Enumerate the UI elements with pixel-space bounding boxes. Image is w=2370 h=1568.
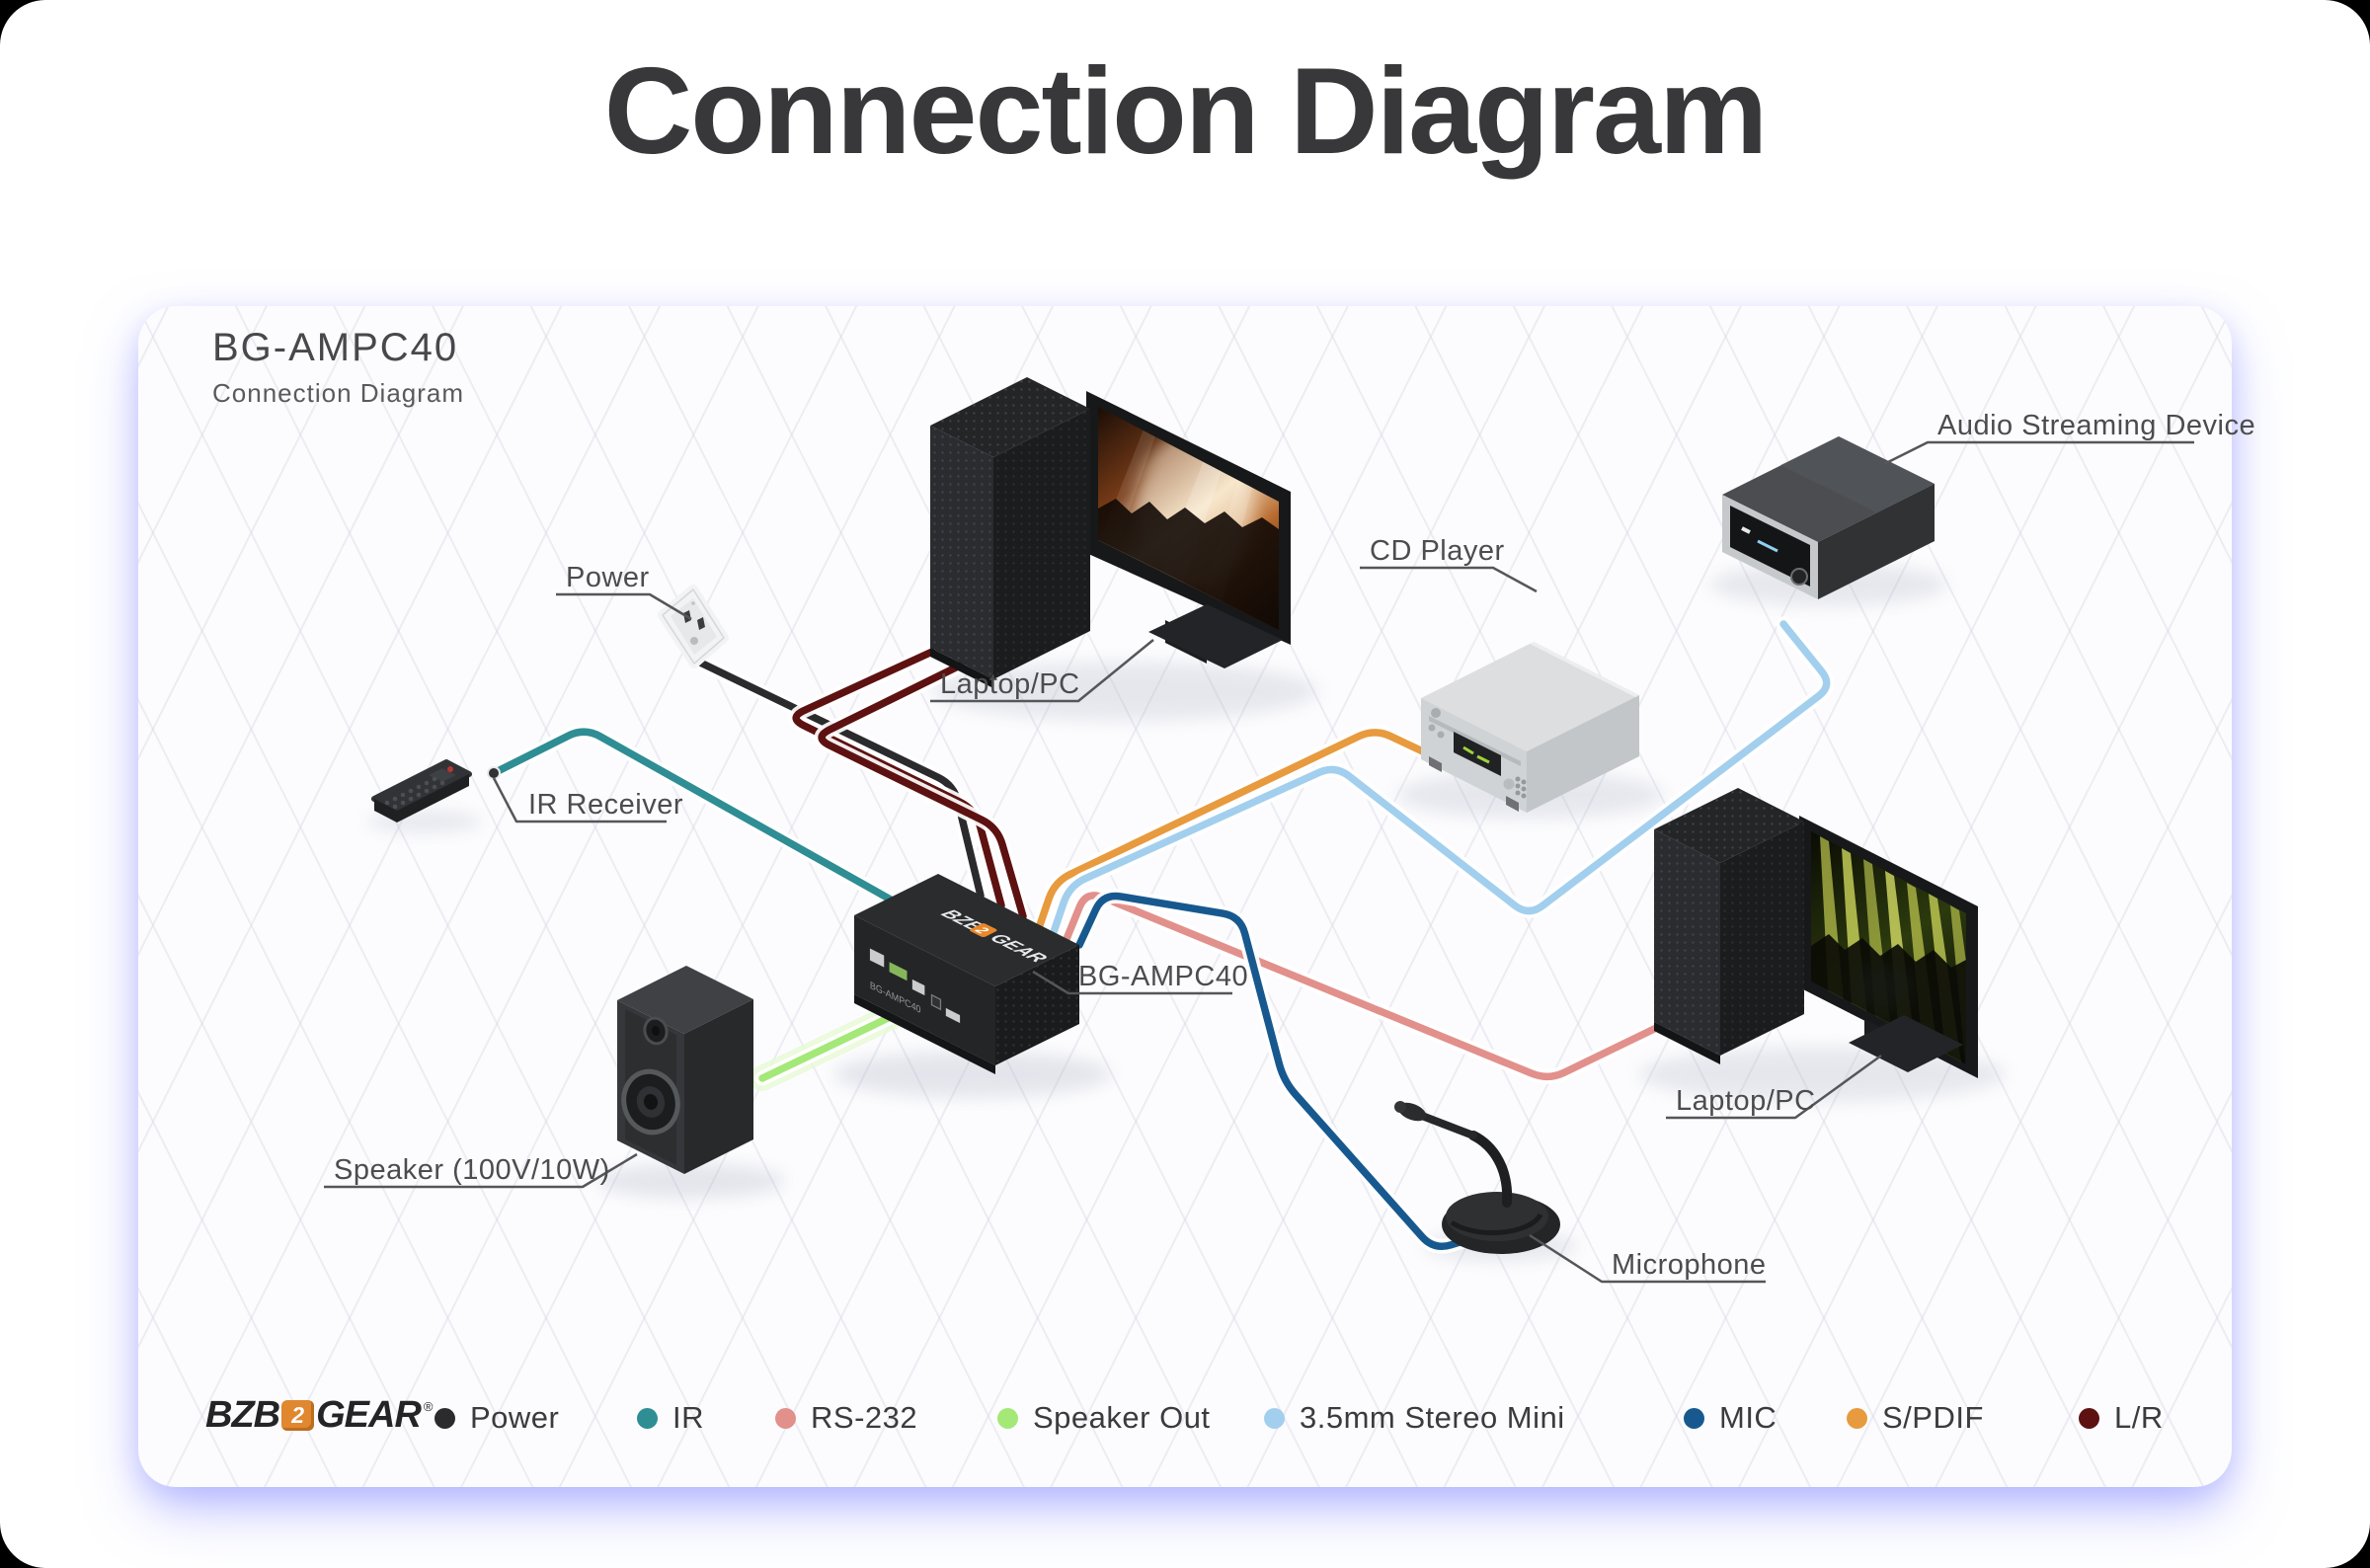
brand-mark-icon: 2: [281, 1400, 315, 1431]
card-header: BG-AMPC40 Connection Diagram: [212, 326, 464, 409]
legend-dot: [775, 1407, 796, 1429]
legend-item-label: 3.5mm Stereo Mini: [1300, 1400, 1565, 1435]
legend-item-label: IR: [672, 1400, 704, 1435]
legend-item-label: RS-232: [811, 1400, 918, 1435]
legend-dot: [2079, 1407, 2099, 1429]
legend-item-l-r: L/R: [2079, 1400, 2164, 1436]
legend-item-rs-232: RS-232: [775, 1400, 917, 1436]
card-title: BG-AMPC40: [212, 326, 459, 369]
legend-item-label: MIC: [1719, 1400, 1778, 1435]
legend-item-3-5mm-stereo-mini: 3.5mm Stereo Mini: [1264, 1400, 1565, 1436]
legend-dot: [1684, 1407, 1704, 1429]
legend-item-mic: MIC: [1684, 1400, 1777, 1436]
legend-item-label: Speaker Out: [1033, 1400, 1211, 1435]
legend-dot: [1264, 1407, 1285, 1429]
legend-item-label: L/R: [2114, 1400, 2164, 1435]
legend-dot: [1847, 1407, 1867, 1429]
legend-item-label: S/PDIF: [1882, 1400, 1984, 1435]
legend-dot: [997, 1407, 1018, 1429]
legend-dot: [434, 1407, 455, 1429]
legend-item-label: Power: [470, 1400, 560, 1435]
legend-item-ir: IR: [637, 1400, 704, 1436]
legend-item-speaker-out: Speaker Out: [997, 1400, 1211, 1436]
page-title: Connection Diagram: [603, 43, 1769, 180]
legend-item-power: Power: [434, 1400, 559, 1436]
brand-gear: GEAR: [316, 1394, 422, 1436]
legend-dot: [637, 1407, 658, 1429]
card-subtitle: Connection Diagram: [212, 378, 465, 408]
brand-reg: ®: [423, 1399, 434, 1414]
brand-logo: BZB 2 GEAR ®: [205, 1394, 434, 1437]
legend-item-s-pdif: S/PDIF: [1847, 1400, 1984, 1436]
brand-bzb: BZB: [205, 1394, 280, 1436]
